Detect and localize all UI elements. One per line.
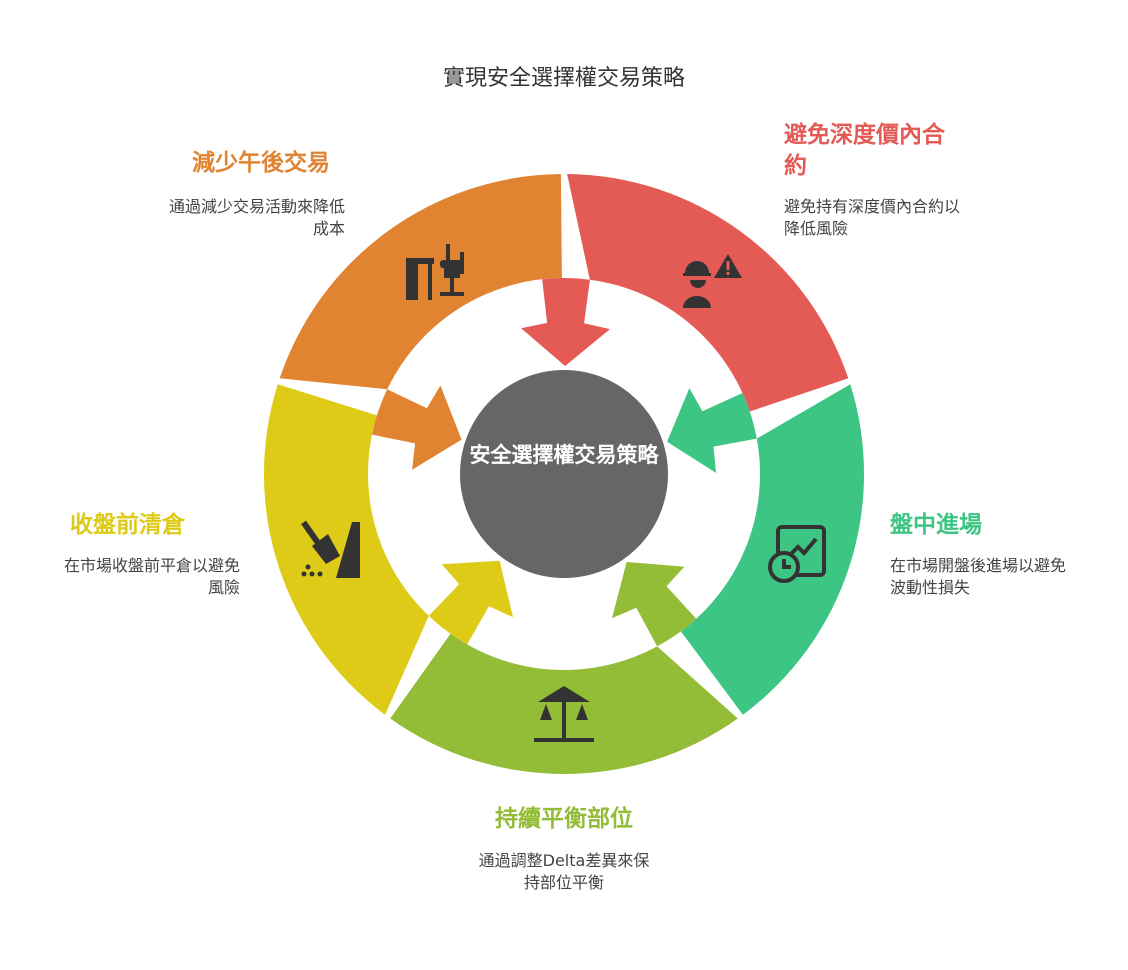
segment-reduce-afternoon-trading xyxy=(279,174,562,470)
center-label: 安全選擇權交易策略 xyxy=(469,443,659,467)
stage-title-balance-position: 持續平衡部位 xyxy=(495,806,633,832)
stage-title-close-before-market-close: 收盤前清倉 xyxy=(70,512,185,538)
diagram-title: 實現安全選擇權交易策略 xyxy=(442,66,685,91)
stage-title-midday-entry: 盤中進場 xyxy=(890,512,982,538)
worker-warning-icon xyxy=(683,254,742,308)
stage-desc-close-before-market-close: 在市場收盤前平倉以避免風險 xyxy=(63,556,240,597)
segment-close-before-market-close xyxy=(263,384,513,715)
segment-avoid-deep-itm xyxy=(521,174,849,412)
stage-desc-balance-position: 通過調整Delta差異來保持部位平衡 xyxy=(478,851,650,892)
balance-scale-icon xyxy=(534,686,594,742)
stage-desc-reduce-afternoon-trading: 通過減少交易活動來降低成本 xyxy=(168,197,345,238)
stage-title-reduce-afternoon-trading: 減少午後交易 xyxy=(192,150,330,176)
stage-desc-avoid-deep-itm: 避免持有深度價內合約以降低風險 xyxy=(784,197,961,238)
segment-balance-position xyxy=(390,562,738,774)
segment-midday-entry xyxy=(667,384,865,715)
broom-icon xyxy=(301,520,360,578)
office-desk-icon xyxy=(406,244,464,300)
stage-title-avoid-deep-itm: 避免深度價內合約 xyxy=(784,122,945,179)
clock-chart-icon xyxy=(768,525,826,583)
center-circle xyxy=(460,370,668,578)
stage-desc-midday-entry: 在市場開盤後進場以避免波動性損失 xyxy=(890,556,1067,597)
